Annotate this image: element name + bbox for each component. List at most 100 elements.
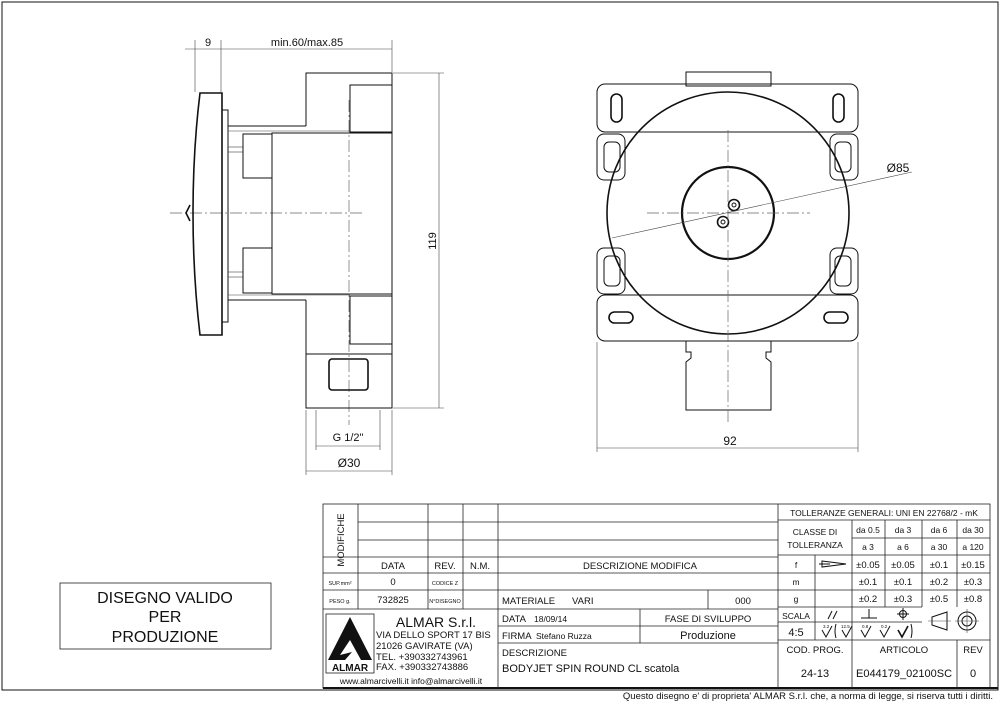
materiale-label: MATERIALE <box>502 596 555 607</box>
tolerance-value: ±0.5 <box>930 594 948 605</box>
boss-lower <box>242 247 273 294</box>
dim-diameter-plate: Ø85 <box>887 161 910 175</box>
tolerance-class: m <box>792 577 799 587</box>
cod-prog-value: 24-13 <box>801 668 829 680</box>
roughness-value: 3.2 <box>823 624 830 629</box>
top-tab <box>685 71 772 87</box>
articolo-value: E044179_02100SC <box>856 668 952 680</box>
dim-offset: 9 <box>205 37 211 49</box>
range-from: da 3 <box>895 525 912 535</box>
almar-logo: ALMAR <box>325 613 375 674</box>
body-main <box>271 132 393 295</box>
data-label: DATA <box>502 614 527 625</box>
projection-method-icon <box>928 609 979 633</box>
knob-tip <box>185 204 191 222</box>
top-block-inner <box>349 84 393 133</box>
roughness-symbols-icon: 3.2 12.5 0.8 0.2 <box>821 623 913 639</box>
position-icon <box>897 608 909 620</box>
boss-upper <box>242 133 273 179</box>
data-value: 18/09/14 <box>534 614 567 624</box>
descrizione-value: BODYJET SPIN ROUND CL scatola <box>502 663 680 675</box>
bottom-block-inner <box>349 295 393 345</box>
tolerance-class: g <box>794 594 799 604</box>
codice-z-label: CODICE Z <box>432 581 459 587</box>
peso-label: PESO g. <box>329 599 351 605</box>
dim-depth: min.60/max.85 <box>271 37 343 49</box>
cod-prog-label: COD. PROG. <box>786 645 843 656</box>
scala-label: SCALA <box>782 611 810 621</box>
tolerance-value: ±0.3 <box>964 577 982 588</box>
tolerance-range-headers: da 0.5 da 3 da 6 da 30 a 3 a 6 a 30 a 12… <box>856 525 984 552</box>
bottom-mounting-plate <box>596 294 859 342</box>
dim-height: 119 <box>427 232 439 250</box>
descrizione-label: DESCRIZIONE <box>502 648 567 659</box>
tolerance-title: TOLLERANZE GENERALI: UNI EN 22768/2 - mK <box>790 508 978 518</box>
validity-stamp: DISEGNO VALIDO PER PRODUZIONE <box>59 582 272 650</box>
tolerance-value: ±0.15 <box>961 560 985 571</box>
tolerance-value: ±0.1 <box>894 577 912 588</box>
dim-diameter-outlet: Ø30 <box>338 456 361 470</box>
rev-value: 0 <box>970 668 976 680</box>
tolerance-class: f <box>795 560 798 570</box>
classe-label: TOLLERANZA <box>787 540 843 550</box>
sheet-frame <box>1 1 999 691</box>
tolerance-value: ±0.2 <box>859 594 877 605</box>
company-website[interactable]: www.almarcivelli.it info@almarcivelli.it <box>339 676 483 686</box>
company-address: VIA DELLO SPORT 17 BIS <box>376 630 491 641</box>
tolerance-value: ±0.8 <box>964 594 982 605</box>
lattice-brackets <box>596 133 859 295</box>
fase-label: FASE DI SVILUPPO <box>665 614 752 625</box>
top-mounting-plate <box>596 83 859 133</box>
faceplate-back <box>221 109 229 323</box>
company-address: 21026 GAVIRATE (VA) <box>376 641 473 652</box>
roughness-value: 0.2 <box>881 624 888 629</box>
modifiche-label: MODIFICHE <box>336 513 347 566</box>
header-descrizione-modifica: DESCRIZIONE MODIFICA <box>583 561 698 572</box>
slot-top-right <box>832 93 845 123</box>
header-data: DATA <box>381 561 406 572</box>
side-view: 9 min.60/max.85 119 G 1/2" Ø30 <box>170 37 444 475</box>
scala-value: 4:5 <box>788 627 803 639</box>
outlet-neck <box>685 341 772 411</box>
projection-symbol-icon <box>819 560 847 568</box>
range-to: a 30 <box>931 542 948 552</box>
hole <box>716 215 730 229</box>
header-rev: REV. <box>434 561 455 572</box>
peso-value: 732825 <box>377 595 409 606</box>
faceplate-outline <box>192 92 223 336</box>
title-block: MODIFICHE DATA REV. N.M. DESCRIZIONE MOD… <box>322 503 998 689</box>
company-phone: TEL. +390332743961 <box>376 652 468 663</box>
firma-value: Stefano Ruzza <box>536 631 592 641</box>
firma-label: FIRMA <box>502 631 532 642</box>
rev-label: REV <box>963 645 983 656</box>
logo-text: ALMAR <box>332 663 369 674</box>
hole <box>731 202 737 208</box>
header-nm: N.M. <box>470 561 490 572</box>
slot-bottom-right <box>823 311 849 324</box>
tolerance-value: ±0.05 <box>891 560 915 571</box>
dim-thread: G 1/2" <box>333 432 364 444</box>
tolerance-value: ±0.2 <box>930 577 948 588</box>
roughness-value: 12.5 <box>841 624 850 629</box>
roughness-value: 0.8 <box>862 624 869 629</box>
perpendicularity-icon <box>861 609 877 619</box>
materiale-code: 000 <box>735 596 751 607</box>
hole <box>720 219 726 225</box>
fase-value: Produzione <box>680 630 736 642</box>
range-from: da 6 <box>931 525 948 535</box>
materiale-value: VARI <box>572 596 593 607</box>
tolerance-row-f: f ±0.05 ±0.05 ±0.1 ±0.15 <box>795 560 985 571</box>
front-view: Ø85 92 <box>596 71 913 452</box>
outlet-slot <box>328 358 369 391</box>
tolerance-row-g: g ±0.2 ±0.3 ±0.5 ±0.8 <box>794 594 983 605</box>
sup-label: SUP.mm² <box>328 581 351 587</box>
leader-diameter <box>611 171 913 239</box>
copyright-footer: Questo disegno e' di proprieta' ALMAR S.… <box>623 691 993 702</box>
slot-bottom-left <box>608 311 634 324</box>
range-to: a 3 <box>862 542 874 552</box>
n-disegno-label: N°DISEGNO <box>429 599 461 605</box>
range-from: da 30 <box>962 525 984 535</box>
stamp-line: PER <box>149 609 182 626</box>
tolerance-value: ±0.1 <box>859 577 877 588</box>
